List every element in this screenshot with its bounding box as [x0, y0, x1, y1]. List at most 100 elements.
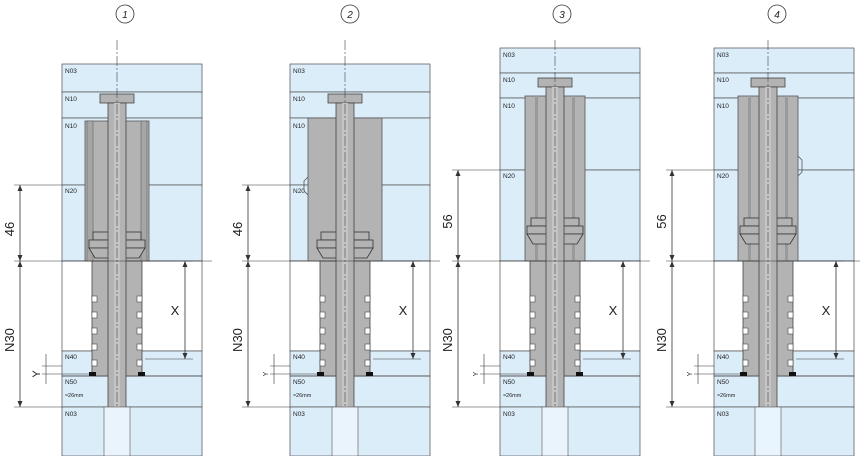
stop-block — [789, 372, 796, 376]
layer-label: N03 — [293, 411, 305, 418]
sleeve-slot — [137, 296, 142, 302]
layer-label: N03 — [717, 52, 729, 59]
dim-bottom-line-arrow-bottom — [670, 401, 675, 407]
figure-number: 3 — [559, 10, 565, 21]
gap-label: ≈26mm — [293, 393, 312, 399]
dim-top-line-arrow-top — [670, 170, 675, 176]
sleeve-slot — [320, 360, 325, 366]
dim-top-label: 56 — [654, 214, 669, 228]
dim-bottom-line-arrow-top — [670, 261, 675, 267]
gap-label: ≈26mm — [717, 393, 736, 399]
sleeve-slot — [575, 360, 580, 366]
gap-label: ≈26mm — [65, 393, 84, 399]
layer-label: N03 — [65, 68, 77, 75]
sleeve-slot — [92, 312, 97, 318]
sleeve-slot — [530, 360, 535, 366]
dim-y-label: Y — [263, 371, 270, 376]
stop-block — [740, 372, 747, 376]
layer-label: N40 — [293, 354, 305, 361]
sleeve-slot — [743, 344, 748, 350]
sleeve-slot — [92, 328, 97, 334]
layer-label: N40 — [65, 354, 77, 361]
dim-top-label: 56 — [440, 214, 455, 228]
dim-bottom-label: N30 — [230, 328, 245, 352]
sleeve-slot — [743, 360, 748, 366]
layer-label: N20 — [293, 188, 305, 195]
dim-x-label: X — [609, 303, 618, 318]
sleeve-slot — [788, 296, 793, 302]
sleeve-slot — [320, 328, 325, 334]
layer-label: N40 — [503, 354, 515, 361]
sleeve-slot — [743, 328, 748, 334]
dim-top-label: 46 — [230, 222, 245, 236]
layer-label: N03 — [503, 411, 515, 418]
layer-label: N03 — [503, 52, 515, 59]
mold-plate — [62, 64, 202, 92]
layer-label: N50 — [65, 379, 77, 386]
sleeve-slot — [530, 312, 535, 318]
sleeve-slot — [365, 296, 370, 302]
dim-top-label: 46 — [2, 222, 17, 236]
dim-bottom-line-arrow-top — [456, 261, 461, 267]
layer-label: N20 — [65, 188, 77, 195]
sleeve-slot — [743, 296, 748, 302]
pin-bore — [332, 407, 358, 456]
dim-bottom-line-arrow-bottom — [246, 401, 251, 407]
pin-bore — [542, 407, 568, 456]
sleeve-slot — [137, 328, 142, 334]
dim-top-line-arrow-bottom — [246, 255, 251, 261]
sleeve-slot — [365, 344, 370, 350]
sleeve-slot — [788, 344, 793, 350]
mold-plate — [62, 376, 202, 407]
pin-bore — [104, 407, 130, 456]
stop-block — [576, 372, 583, 376]
sleeve-slot — [92, 296, 97, 302]
mold-plate — [714, 407, 854, 456]
figure-number: 2 — [346, 10, 353, 21]
layer-label: N03 — [717, 411, 729, 418]
sleeve-slot — [788, 312, 793, 318]
sleeve-slot — [530, 344, 535, 350]
mold-plate — [290, 64, 430, 92]
layer-label: N10 — [65, 123, 77, 130]
sleeve-slot — [365, 360, 370, 366]
dim-x-label: X — [171, 303, 180, 318]
dim-top-line-arrow-bottom — [670, 255, 675, 261]
dim-top-line-arrow-top — [456, 170, 461, 176]
dim-bottom-label: N30 — [440, 328, 455, 352]
mold-plate — [290, 407, 430, 456]
sleeve-slot — [365, 312, 370, 318]
gap-label: ≈26mm — [503, 393, 522, 399]
layer-label: N20 — [503, 173, 515, 180]
stop-block — [138, 372, 145, 376]
sleeve-slot — [788, 328, 793, 334]
layer-label: N03 — [65, 411, 77, 418]
dim-bottom-line-arrow-bottom — [18, 401, 23, 407]
layer-label: N10 — [293, 123, 305, 130]
dim-bottom-line-arrow-bottom — [456, 401, 461, 407]
mold-plate — [62, 407, 202, 456]
pin-bore — [755, 407, 781, 456]
mold-plate — [500, 407, 640, 456]
layer-label: N10 — [717, 77, 729, 84]
sleeve-slot — [92, 344, 97, 350]
layer-label: N10 — [503, 103, 515, 110]
dim-bottom-line-arrow-top — [246, 261, 251, 267]
layer-label: N20 — [717, 173, 729, 180]
stop-block — [317, 372, 324, 376]
sleeve-slot — [575, 344, 580, 350]
sleeve-slot — [92, 360, 97, 366]
sleeve-slot — [137, 344, 142, 350]
dim-top-line-arrow-top — [246, 185, 251, 191]
stop-block — [527, 372, 534, 376]
layer-label: N50 — [503, 379, 515, 386]
sleeve-slot — [365, 328, 370, 334]
sleeve-slot — [530, 296, 535, 302]
mold-plate — [500, 376, 640, 407]
layer-label: N03 — [293, 68, 305, 75]
figure-number: 1 — [122, 10, 128, 21]
